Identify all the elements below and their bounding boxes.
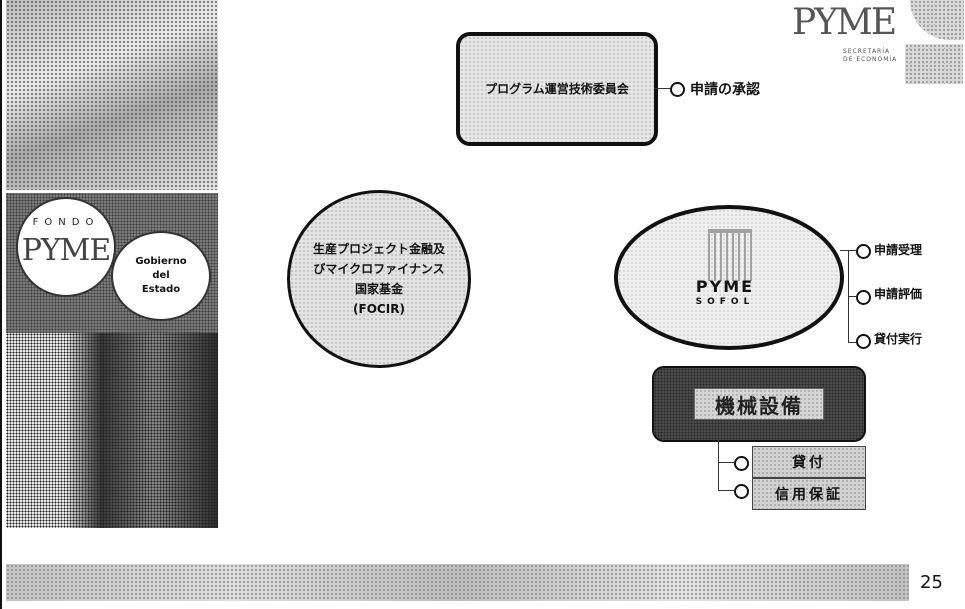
sofol-branch-3	[848, 342, 856, 343]
building-icon	[708, 229, 752, 281]
sofol-node-1	[856, 244, 871, 259]
sofol-tree-root	[840, 250, 848, 251]
committee-box: プログラム運営技術委員会	[456, 32, 658, 146]
committee-title: プログラム運営技術委員会	[485, 82, 629, 96]
fondo-logo-text: PYME	[21, 233, 112, 268]
sofol-action-3: 貸付実行	[874, 332, 923, 346]
pyme-header-logo: PYME	[792, 2, 897, 43]
loan-box: 貸付	[752, 446, 866, 478]
sofol-node-2	[856, 290, 871, 305]
committee-node	[670, 82, 685, 97]
focir-circle: 生産プロジェクト金融及びマイクロファイナンス国家基金 (FOCIR)	[287, 190, 471, 368]
focir-title: 生産プロジェクト金融及びマイクロファイナンス国家基金 (FOCIR)	[312, 242, 445, 316]
committee-connector	[654, 88, 670, 89]
equipment-node-1	[734, 456, 749, 471]
footer-band	[6, 564, 909, 601]
sofol-action-2: 申請評価	[874, 287, 923, 301]
page-number: 25	[920, 572, 943, 593]
pyme-sofol-oval: PYME SOFOL	[614, 205, 844, 350]
gobierno-del-estado-badge: Gobierno del Estado	[111, 231, 211, 321]
fondo-label: FONDO	[32, 217, 100, 228]
committee-action-label: 申請の承認	[690, 82, 760, 98]
slide-left-border	[0, 0, 2, 609]
secretaria-economia-caption: SECRETARÍA DE ECONOMÍA	[843, 48, 898, 63]
sofol-node-3	[856, 334, 871, 349]
fondo-pyme-logo: FONDO PYME	[16, 197, 116, 297]
equipment-box: 機械設備	[652, 366, 866, 442]
sofol-action-1: 申請受理	[874, 243, 923, 257]
seal-icon	[910, 0, 964, 40]
construction-equipment-photo	[6, 0, 218, 190]
equipment-branch-2	[718, 490, 734, 491]
credit-guarantee-box: 信用保証	[752, 478, 866, 510]
equipment-tree-trunk	[718, 440, 719, 490]
equipment-node-2	[734, 484, 749, 499]
sofol-logo-subtitle: SOFOL	[695, 297, 755, 307]
sofol-pyme-logo: PYME	[695, 277, 755, 296]
sofol-branch-2	[848, 296, 856, 297]
equipment-branch-1	[718, 462, 734, 463]
shop-interior-photo	[6, 333, 218, 528]
seal-caption-block	[905, 44, 963, 84]
sofol-branch-1	[848, 250, 856, 251]
equipment-title: 機械設備	[694, 388, 824, 420]
